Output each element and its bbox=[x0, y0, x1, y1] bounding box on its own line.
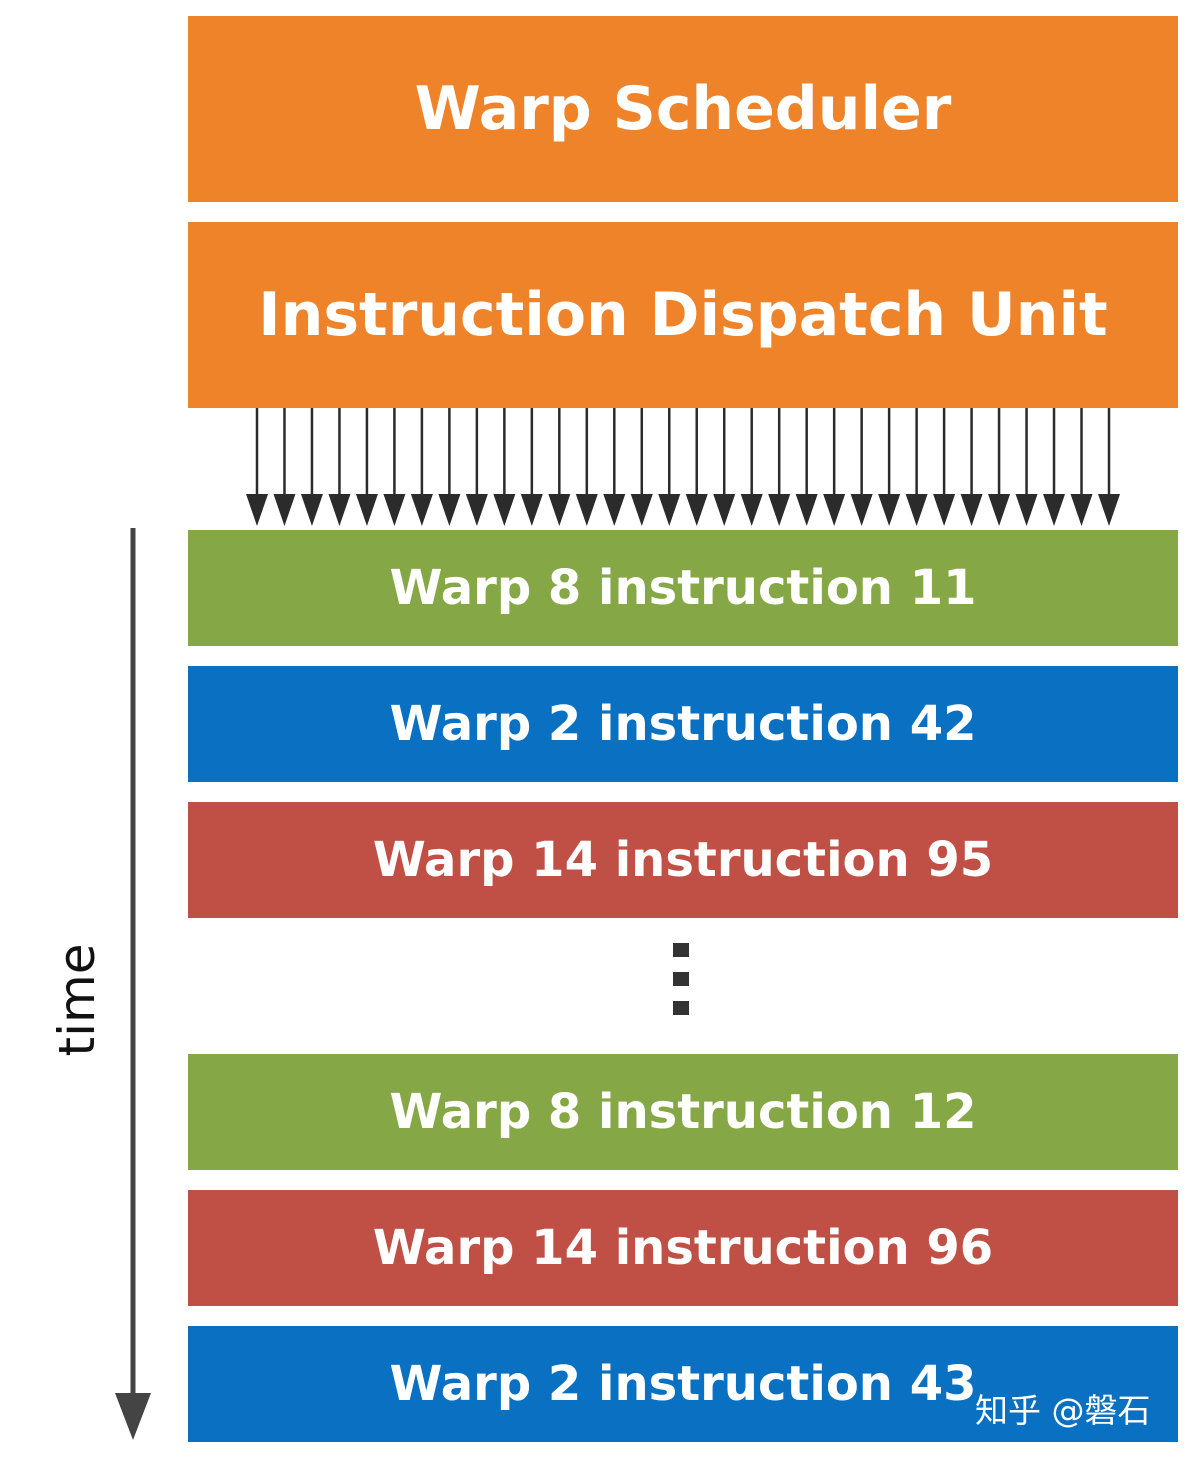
dispatch-arrow bbox=[300, 408, 323, 526]
dispatch-arrow bbox=[383, 408, 406, 526]
instruction-row: Warp 8 instruction 12 bbox=[188, 1054, 1178, 1170]
vertical-ellipsis-icon bbox=[673, 943, 689, 1015]
instruction-dispatch-unit-block: Instruction Dispatch Unit bbox=[188, 222, 1178, 408]
instruction-row-label: Warp 8 instruction 11 bbox=[389, 560, 977, 616]
dispatch-arrow bbox=[520, 408, 543, 526]
instruction-dispatch-unit-label: Instruction Dispatch Unit bbox=[258, 280, 1108, 350]
dispatch-arrow bbox=[1070, 408, 1093, 526]
warp-scheduler-label: Warp Scheduler bbox=[414, 74, 952, 144]
dispatch-arrow bbox=[713, 408, 736, 526]
instruction-row: Warp 2 instruction 42 bbox=[188, 666, 1178, 782]
instruction-row-label: Warp 8 instruction 12 bbox=[389, 1084, 977, 1140]
time-axis-label: time bbox=[48, 943, 106, 1057]
instruction-row: Warp 14 instruction 95 bbox=[188, 802, 1178, 918]
dispatch-arrow bbox=[768, 408, 791, 526]
instruction-row: Warp 14 instruction 96 bbox=[188, 1190, 1178, 1306]
dispatch-arrow bbox=[905, 408, 928, 526]
dispatch-arrow bbox=[438, 408, 461, 526]
dispatch-arrow bbox=[933, 408, 956, 526]
dispatch-arrow bbox=[988, 408, 1011, 526]
dispatch-arrow bbox=[823, 408, 846, 526]
dispatch-arrow bbox=[850, 408, 873, 526]
dispatch-arrows bbox=[246, 408, 1120, 526]
dispatch-arrow bbox=[1015, 408, 1038, 526]
instruction-row-label: Warp 2 instruction 43 bbox=[389, 1356, 977, 1412]
instruction-row-label: Warp 14 instruction 96 bbox=[372, 1220, 994, 1276]
watermark: 知乎 @磐石 bbox=[975, 1391, 1151, 1430]
dispatch-arrow bbox=[355, 408, 378, 526]
dispatch-arrow bbox=[493, 408, 516, 526]
dispatch-arrow bbox=[575, 408, 598, 526]
dispatch-arrow bbox=[740, 408, 763, 526]
dispatch-arrow bbox=[685, 408, 708, 526]
dispatch-arrow bbox=[548, 408, 571, 526]
dispatch-arrow bbox=[603, 408, 626, 526]
warp-scheduler-block: Warp Scheduler bbox=[188, 16, 1178, 202]
dispatch-arrow bbox=[1098, 408, 1120, 526]
dispatch-arrow bbox=[630, 408, 653, 526]
dispatch-arrow bbox=[658, 408, 681, 526]
dispatch-arrow bbox=[1043, 408, 1066, 526]
dispatch-arrow bbox=[246, 408, 268, 526]
dispatch-arrow bbox=[465, 408, 488, 526]
dispatch-arrow bbox=[960, 408, 983, 526]
instruction-row-label: Warp 14 instruction 95 bbox=[372, 832, 994, 888]
dispatch-arrow bbox=[273, 408, 296, 526]
instruction-row: Warp 8 instruction 11 bbox=[188, 530, 1178, 646]
dispatch-arrow bbox=[328, 408, 351, 526]
dispatch-arrow bbox=[878, 408, 901, 526]
instruction-row: Warp 2 instruction 43 bbox=[188, 1326, 1178, 1442]
down-arrow-icon bbox=[115, 528, 151, 1440]
dispatch-arrow bbox=[410, 408, 433, 526]
dispatch-arrow bbox=[795, 408, 818, 526]
instruction-row-label: Warp 2 instruction 42 bbox=[389, 696, 977, 752]
